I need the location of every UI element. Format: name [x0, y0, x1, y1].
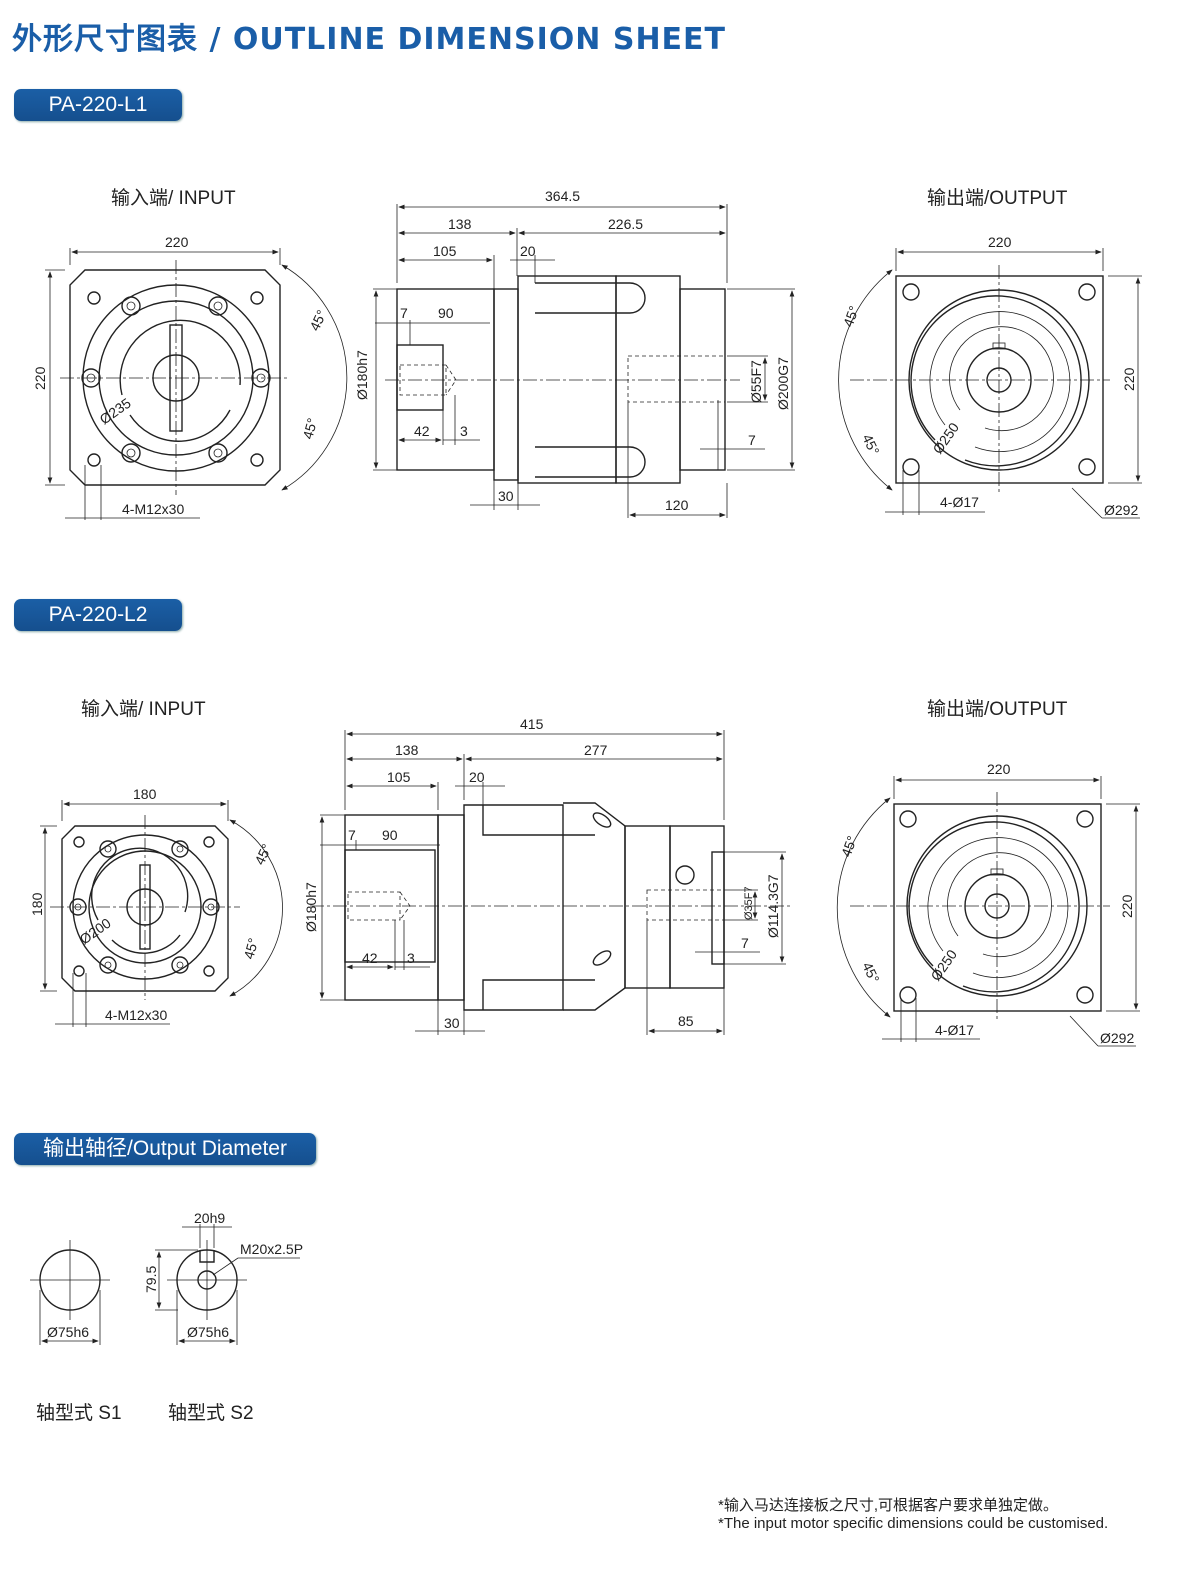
- dimension-label: 226.5: [608, 216, 643, 232]
- dimension-label: Ø75h6: [187, 1324, 229, 1340]
- dimension-label: Ø200: [77, 915, 114, 948]
- dimension-label: 277: [584, 742, 608, 758]
- output-label-l2: 输出端/OUTPUT: [927, 699, 1068, 720]
- dimension-label: 45°: [838, 834, 860, 859]
- dimension-label: 7: [400, 305, 408, 321]
- l1-in-angle1: 45°: [306, 307, 329, 333]
- dimension-label: 30: [444, 1015, 460, 1031]
- dimension-label: 79.5: [143, 1266, 159, 1293]
- shaft-s1: Ø75h6: [30, 1240, 110, 1345]
- dimension-label: 4-Ø17: [935, 1022, 974, 1038]
- input-label-l2: 输入端/ INPUT: [81, 699, 206, 720]
- input-label-l1: 输入端/ INPUT: [111, 188, 236, 209]
- dimension-label: 138: [395, 742, 419, 758]
- dimension-label: Ø292: [1104, 502, 1138, 518]
- dimension-label: Ø180h7: [354, 350, 370, 400]
- dimension-label: 220: [987, 761, 1011, 777]
- dimension-label: 220: [1119, 894, 1135, 918]
- dimension-label: 7: [741, 935, 749, 951]
- dimension-label: 4-M12x30: [105, 1007, 167, 1023]
- l1-side-view: 364.5 138 226.5 105 20 7 90 42 3 Ø180h7 …: [354, 188, 795, 518]
- dimension-label: 364.5: [545, 188, 580, 204]
- dimension-label: 42: [362, 950, 378, 966]
- dimension-label: 4-Ø17: [940, 494, 979, 510]
- dimension-label: 85: [678, 1013, 694, 1029]
- l2-side-view: 415 138 277 105 20 7 90 42 3 Ø180h7 30 8…: [303, 716, 790, 1035]
- l1-in-bolt: 4-M12x30: [122, 501, 184, 517]
- dimension-label: 90: [382, 827, 398, 843]
- dimension-label: 105: [387, 769, 411, 785]
- dimension-label: 45°: [240, 936, 261, 961]
- dimension-label: 7: [748, 432, 756, 448]
- dimension-label: 138: [448, 216, 472, 232]
- l1-in-width: 220: [165, 234, 189, 250]
- l1-in-height: 220: [32, 366, 48, 390]
- dimension-label: 45°: [840, 304, 862, 329]
- shaft-s1-label: 轴型式 S1: [36, 1403, 122, 1424]
- l1-input-view: 220 220 45° 45° Ø235 4-M12x30: [32, 234, 348, 520]
- section-tag-l1: PA-220-L1: [14, 89, 182, 121]
- dimension-label: 20: [520, 243, 536, 259]
- dimension-label: 30: [498, 488, 514, 504]
- dimension-label: Ø292: [1100, 1030, 1134, 1046]
- dimension-label: 20: [469, 769, 485, 785]
- dimension-label: Ø55F7: [748, 360, 764, 403]
- dimension-label: 220: [1121, 367, 1137, 391]
- shaft-s2-label: 轴型式 S2: [168, 1403, 254, 1424]
- dimension-label: Ø75h6: [47, 1324, 89, 1340]
- l1-output-view: 220 220 45° 45° Ø250 4-Ø17 Ø292: [838, 234, 1142, 519]
- dimension-label: 105: [433, 243, 457, 259]
- dimension-label: 45°: [859, 432, 882, 458]
- dimension-label: 180: [133, 786, 157, 802]
- dimension-label: Ø35F7: [743, 886, 755, 920]
- dimension-label: 20h9: [194, 1210, 225, 1226]
- dimension-label: 120: [665, 497, 689, 513]
- dimension-label: 220: [988, 234, 1012, 250]
- l2-output-view: 220 220 45° 45° Ø250 4-Ø17 Ø292: [836, 761, 1140, 1047]
- dimension-label: Ø250: [929, 419, 962, 456]
- dimension-label: 45°: [251, 841, 274, 867]
- dimension-label: 90: [438, 305, 454, 321]
- section-tag-output-diameter: 输出轴径/Output Diameter: [14, 1133, 316, 1165]
- dimension-label: 3: [460, 423, 468, 439]
- dimension-label: Ø114.3G7: [765, 874, 781, 938]
- dimension-label: 42: [414, 423, 430, 439]
- dimension-label: Ø200G7: [775, 357, 791, 410]
- note-cn: *输入马达连接板之尺寸,可根据客户要求单独定做。: [718, 1497, 1059, 1514]
- dimension-label: 3: [407, 950, 415, 966]
- dimension-label: 7: [348, 827, 356, 843]
- page-title: 外形尺寸图表 / OUTLINE DIMENSION SHEET: [12, 22, 727, 57]
- l1-in-angle2: 45°: [299, 416, 320, 441]
- l2-input-view: 180 180 45° 45° Ø200 4-M12x30: [29, 786, 283, 1027]
- dimension-label: 415: [520, 716, 544, 732]
- dimension-label: 180: [29, 892, 45, 916]
- section-tag-l2: PA-220-L2: [14, 599, 182, 631]
- output-label-l1: 输出端/OUTPUT: [927, 188, 1068, 209]
- dimension-label: Ø180h7: [303, 882, 319, 932]
- dimension-label: 45°: [859, 960, 882, 986]
- shaft-s2: 20h9 79.5 M20x2.5P Ø75h6: [143, 1210, 303, 1345]
- note-en: *The input motor specific dimensions cou…: [718, 1515, 1109, 1532]
- dimension-label: M20x2.5P: [240, 1241, 303, 1257]
